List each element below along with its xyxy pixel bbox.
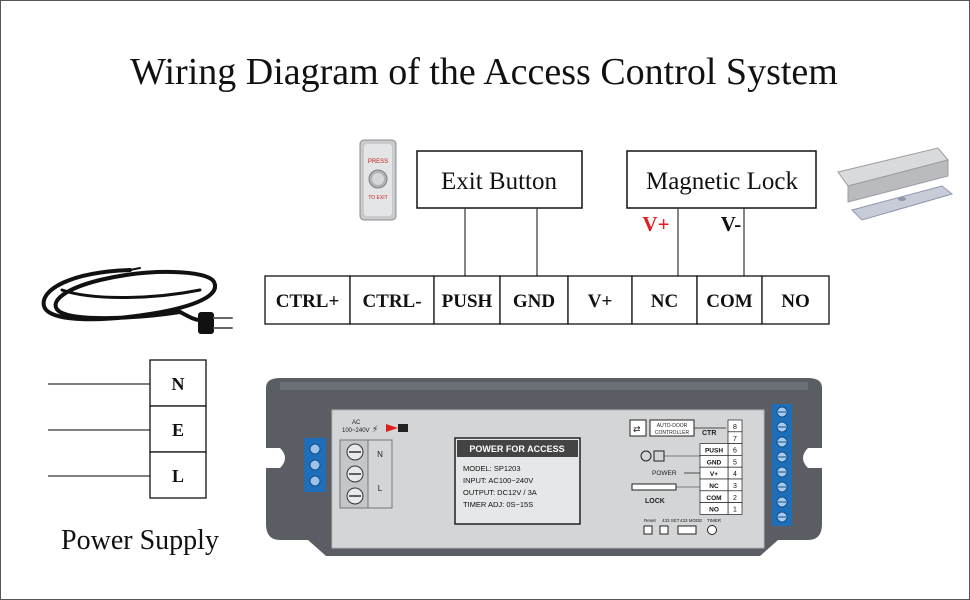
unit-spec-model: MODEL: SP1203	[463, 464, 521, 473]
terminal-strip: CTRL+ CTRL- PUSH GND V+ NC COM NO	[264, 275, 830, 325]
unit-ac-range: 100~240V	[342, 428, 370, 434]
unit-terminal-number: 7	[733, 436, 737, 443]
unit-terminal-number: 5	[733, 459, 737, 466]
power-unit: AC 100~240V ⚡ N L POWER FOR ACCESS MODEL…	[266, 378, 822, 556]
unit-bottom-433mode: 433 MODE	[680, 518, 702, 523]
unit-terminal-number: 4	[733, 471, 737, 478]
unit-bottom-reset: Reset	[644, 518, 657, 523]
unit-input-n: N	[377, 450, 383, 459]
unit-terminal-label: NC	[709, 483, 719, 490]
supply-terminal-cell	[149, 451, 207, 499]
timer-knob-icon	[707, 525, 717, 535]
terminal-label: COM	[706, 291, 753, 312]
unit-terminal-number: 8	[733, 424, 737, 431]
auto-door-line1: AUTO-DOOR	[657, 423, 688, 429]
exit-device-top-text: PRESS	[368, 159, 388, 165]
unit-lightning-icon: ⚡	[372, 424, 378, 434]
supply-terminal-column: N E L	[149, 359, 207, 499]
unit-right-terminal-block	[772, 404, 792, 526]
terminal-label: CTRL-	[362, 291, 421, 312]
terminal-cell	[264, 275, 351, 325]
unit-ctr-label: CTR	[702, 430, 716, 437]
unit-terminal-label: NO	[709, 507, 719, 514]
unit-terminal-number: 3	[733, 483, 737, 490]
unit-ac-label: AC	[352, 420, 361, 426]
unit-warning-icon	[386, 424, 398, 432]
unit-panel-title: POWER FOR ACCESS	[469, 444, 564, 454]
unit-terminal-number: 6	[733, 448, 737, 455]
exit-button-device: PRESS TO EXIT	[359, 139, 397, 221]
supply-terminal-cell	[149, 359, 207, 407]
unit-lock-label: LOCK	[645, 498, 665, 505]
terminal-label: NO	[781, 291, 810, 312]
unit-terminal-label: GND	[707, 459, 722, 466]
unit-bottom-timer: TIMER	[707, 518, 722, 523]
power-supply-label: Power Supply	[61, 525, 219, 556]
unit-terminal-label-cell	[699, 502, 729, 515]
magnetic-lock-device	[837, 147, 954, 221]
terminal-label: GND	[513, 291, 555, 312]
unit-terminal-label: V+	[710, 471, 718, 478]
lock-symbol	[631, 483, 677, 491]
diagram-title: Wiring Diagram of the Access Control Sys…	[130, 51, 838, 93]
auto-door-icon: ⇄	[633, 424, 641, 434]
supply-terminal-label: L	[172, 466, 184, 486]
supply-terminal-label: E	[172, 420, 184, 440]
magnetic-lock-label: Magnetic Lock	[646, 168, 799, 195]
terminal-cell	[696, 275, 763, 325]
unit-terminal-label: COM	[706, 495, 721, 502]
unit-input-l: L	[378, 484, 383, 493]
terminal-cell	[349, 275, 435, 325]
terminal-label: PUSH	[442, 291, 493, 312]
unit-spec-timer: TIMER ADJ: 0S~15S	[463, 500, 533, 509]
terminal-label: V+	[588, 291, 613, 312]
exit-button-box	[416, 150, 583, 209]
supply-terminal-cell	[149, 405, 207, 453]
exit-device-bottom-text: TO EXIT	[368, 195, 387, 201]
terminal-cell	[433, 275, 501, 325]
terminal-cell	[761, 275, 830, 325]
unit-power-label: POWER	[652, 470, 677, 477]
unit-terminal-label: PUSH	[705, 448, 723, 455]
unit-terminal-number: 2	[733, 495, 737, 502]
terminal-label: NC	[651, 291, 678, 312]
unit-bottom-433set: 433 SET	[662, 518, 680, 523]
exit-button-label: Exit Button	[441, 168, 557, 195]
terminal-cell	[567, 275, 633, 325]
terminal-cell	[499, 275, 569, 325]
terminal-block-body	[772, 404, 792, 526]
terminal-label: CTRL+	[276, 291, 340, 312]
unit-terminal-number: 1	[733, 507, 737, 514]
unit-spec-output: OUTPUT: DC12V / 3A	[463, 488, 537, 497]
auto-door-line2: CONTROLLER	[655, 430, 690, 436]
lock-negative-label: V-	[721, 212, 742, 236]
exit-push-symbol	[640, 450, 652, 462]
power-cord-icon	[41, 267, 233, 334]
unit-terminal-labels: 8 7 6 PUSH 5 GND 4 V+ 3 NC 2 COM 1 NO	[699, 419, 743, 515]
unit-spec-input: INPUT: AC100~240V	[463, 476, 533, 485]
supply-terminal-label: N	[172, 374, 185, 394]
magnetic-lock-box	[626, 150, 817, 209]
terminal-cell	[631, 275, 698, 325]
lock-positive-label: V+	[642, 212, 669, 236]
